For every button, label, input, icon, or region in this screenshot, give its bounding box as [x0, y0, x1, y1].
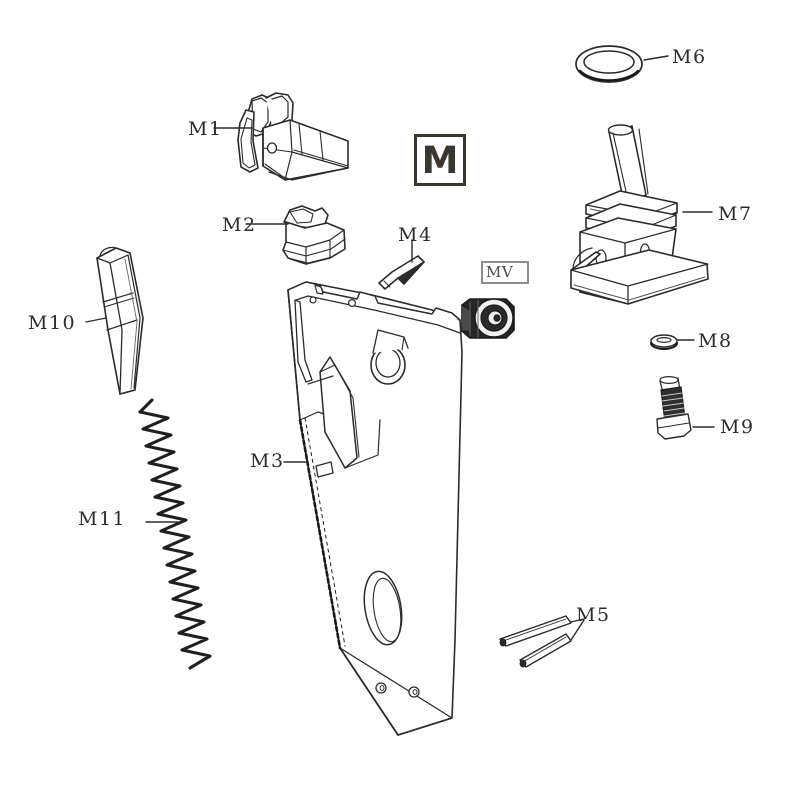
part-m8-o-ring-small [650, 334, 695, 350]
callout-label-m9: M9 [720, 416, 755, 438]
brand-logo-box: M [414, 134, 466, 186]
mv-tag-label: MV [486, 263, 514, 281]
callout-label-m7: M7 [718, 203, 753, 225]
part-m6-o-ring [575, 45, 669, 83]
part-m9-knurled-screw [656, 376, 715, 440]
callout-label-m4: M4 [398, 224, 433, 246]
callout-label-m1: M1 [188, 118, 223, 140]
callout-label-m3: M3 [250, 450, 285, 472]
part-m10-cover [85, 246, 144, 395]
callout-label-m10: M10 [28, 312, 77, 334]
callout-label-m8: M8 [698, 330, 733, 352]
part-mv-valve [461, 298, 515, 339]
callout-label-m11: M11 [78, 508, 127, 530]
callout-label-m2: M2 [222, 214, 257, 236]
part-m1-follower-assembly [213, 92, 349, 181]
brand-logo-letter: M [421, 138, 459, 182]
part-m3-magazine-shell [283, 281, 463, 736]
part-m4-pin [378, 239, 425, 290]
part-m11-spring [138, 398, 212, 670]
mv-tag-box: MV [481, 261, 529, 284]
callout-label-m6: M6 [672, 46, 707, 68]
callout-label-m5: M5 [576, 604, 611, 626]
part-m5-pin-pair [499, 615, 585, 668]
part-m7-valve-housing [570, 124, 713, 305]
part-m2-follower-block [245, 205, 346, 265]
brand-logo-inner-border: M [420, 140, 460, 180]
